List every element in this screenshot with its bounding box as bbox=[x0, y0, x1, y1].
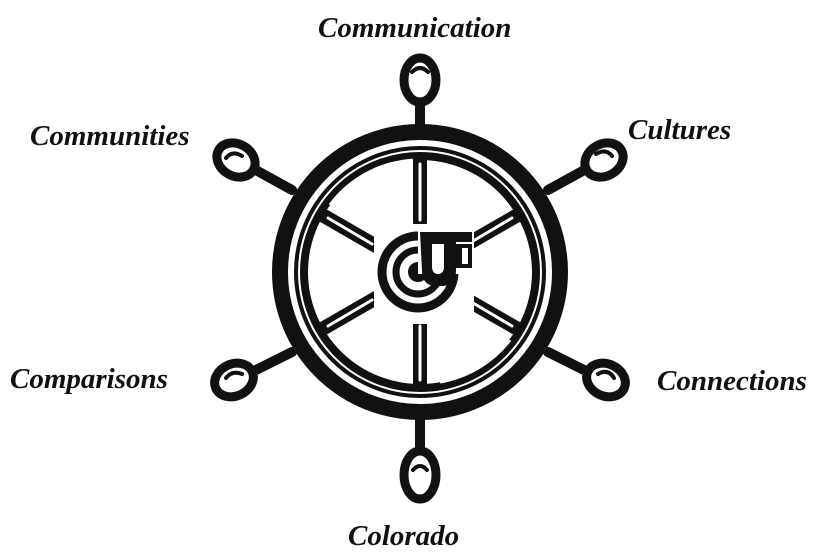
label-colorado: Colorado bbox=[348, 522, 459, 551]
label-communities: Communities bbox=[30, 122, 190, 151]
label-cultures: Cultures bbox=[628, 116, 731, 145]
handle-bottom bbox=[404, 410, 436, 499]
label-comparisons: Comparisons bbox=[10, 365, 168, 394]
handle-top bbox=[404, 58, 436, 135]
handle-top-left bbox=[211, 136, 292, 190]
handle-top-right bbox=[548, 136, 629, 190]
label-communication: Communication bbox=[318, 14, 511, 43]
cu-logo-icon bbox=[374, 224, 474, 324]
label-connections: Connections bbox=[657, 367, 807, 396]
handle-bottom-right bbox=[548, 352, 631, 403]
handle-bottom-left bbox=[209, 352, 292, 403]
